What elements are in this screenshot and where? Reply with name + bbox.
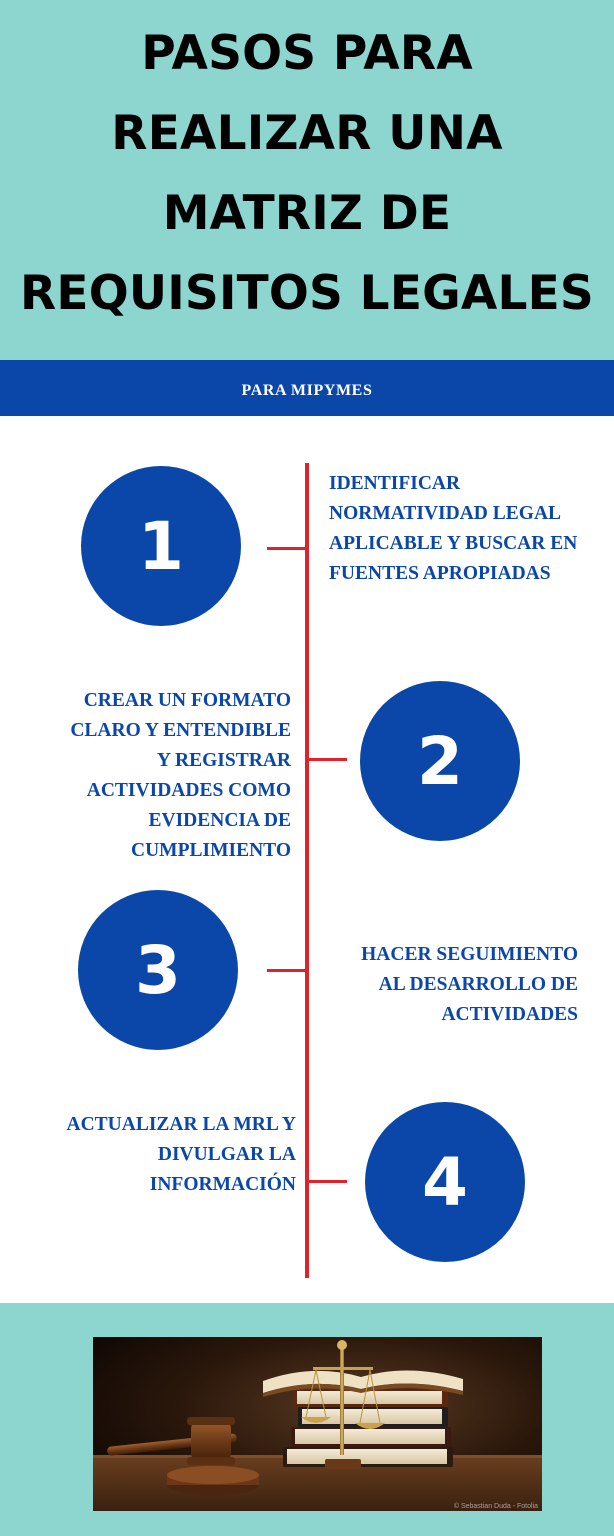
- law-books-gavel-scales-photo: © Sebastian Duda - Fotolia: [93, 1337, 542, 1511]
- step-text-line: APLICABLE Y BUSCAR EN: [329, 533, 578, 554]
- step-text-line: ACTIVIDADES COMO: [86, 780, 291, 801]
- subtitle-banner: PARA MIPYMES: [0, 360, 614, 416]
- timeline-connector-4: [309, 1180, 347, 1183]
- timeline-line: [305, 463, 309, 1278]
- step-number: 1: [138, 507, 184, 585]
- step-text-line: ACTUALIZAR LA MRL Y: [66, 1114, 296, 1135]
- subtitle-text: PARA MIPYMES: [241, 382, 373, 399]
- title-line: PASOS PARA: [141, 26, 473, 81]
- step-text-line: Y REGISTRAR: [156, 750, 291, 771]
- step-text-line: AL DESARROLLO DE: [378, 974, 578, 995]
- page-title: PASOS PARA REALIZAR UNA MATRIZ DE REQUIS…: [0, 14, 614, 334]
- step-4-number-circle: 4: [365, 1102, 525, 1262]
- step-text-line: EVIDENCIA DE: [148, 810, 292, 831]
- step-4-text: ACTUALIZAR LA MRL Y DIVULGAR LA INFORMAC…: [66, 1110, 296, 1200]
- step-2-number-circle: 2: [360, 681, 520, 841]
- step-text-line: DIVULGAR LA: [157, 1144, 296, 1165]
- step-2-text: CREAR UN FORMATO CLARO Y ENTENDIBLE Y RE…: [70, 686, 291, 866]
- step-text-line: CLARO Y ENTENDIBLE: [70, 720, 291, 741]
- step-text-line: CUMPLIMIENTO: [131, 840, 291, 861]
- timeline-connector-1: [267, 547, 305, 550]
- step-text-line: NORMATIVIDAD LEGAL: [329, 503, 562, 524]
- title-line: REQUISITOS LEGALES: [20, 266, 594, 321]
- step-1-number-circle: 1: [81, 466, 241, 626]
- step-text-line: FUENTES APROPIADAS: [329, 563, 551, 584]
- step-text-line: IDENTIFICAR: [329, 473, 461, 494]
- title-line: REALIZAR UNA: [111, 106, 503, 161]
- header-band: PASOS PARA REALIZAR UNA MATRIZ DE REQUIS…: [0, 0, 614, 360]
- timeline-connector-2: [309, 758, 347, 761]
- title-line: MATRIZ DE: [162, 186, 452, 241]
- image-credit: © Sebastian Duda - Fotolia: [453, 1503, 538, 1510]
- timeline-connector-3: [267, 969, 305, 972]
- step-number: 2: [417, 722, 463, 800]
- step-3-number-circle: 3: [78, 890, 238, 1050]
- step-text-line: ACTIVIDADES: [441, 1004, 578, 1025]
- step-text-line: INFORMACIÓN: [149, 1174, 296, 1195]
- step-text-line: CREAR UN FORMATO: [83, 690, 291, 711]
- step-1-text: IDENTIFICAR NORMATIVIDAD LEGAL APLICABLE…: [329, 469, 577, 589]
- step-text-line: HACER SEGUIMIENTO: [361, 944, 578, 965]
- step-3-text: HACER SEGUIMIENTO AL DESARROLLO DE ACTIV…: [361, 940, 578, 1030]
- step-number: 4: [422, 1143, 468, 1221]
- step-number: 3: [135, 931, 181, 1009]
